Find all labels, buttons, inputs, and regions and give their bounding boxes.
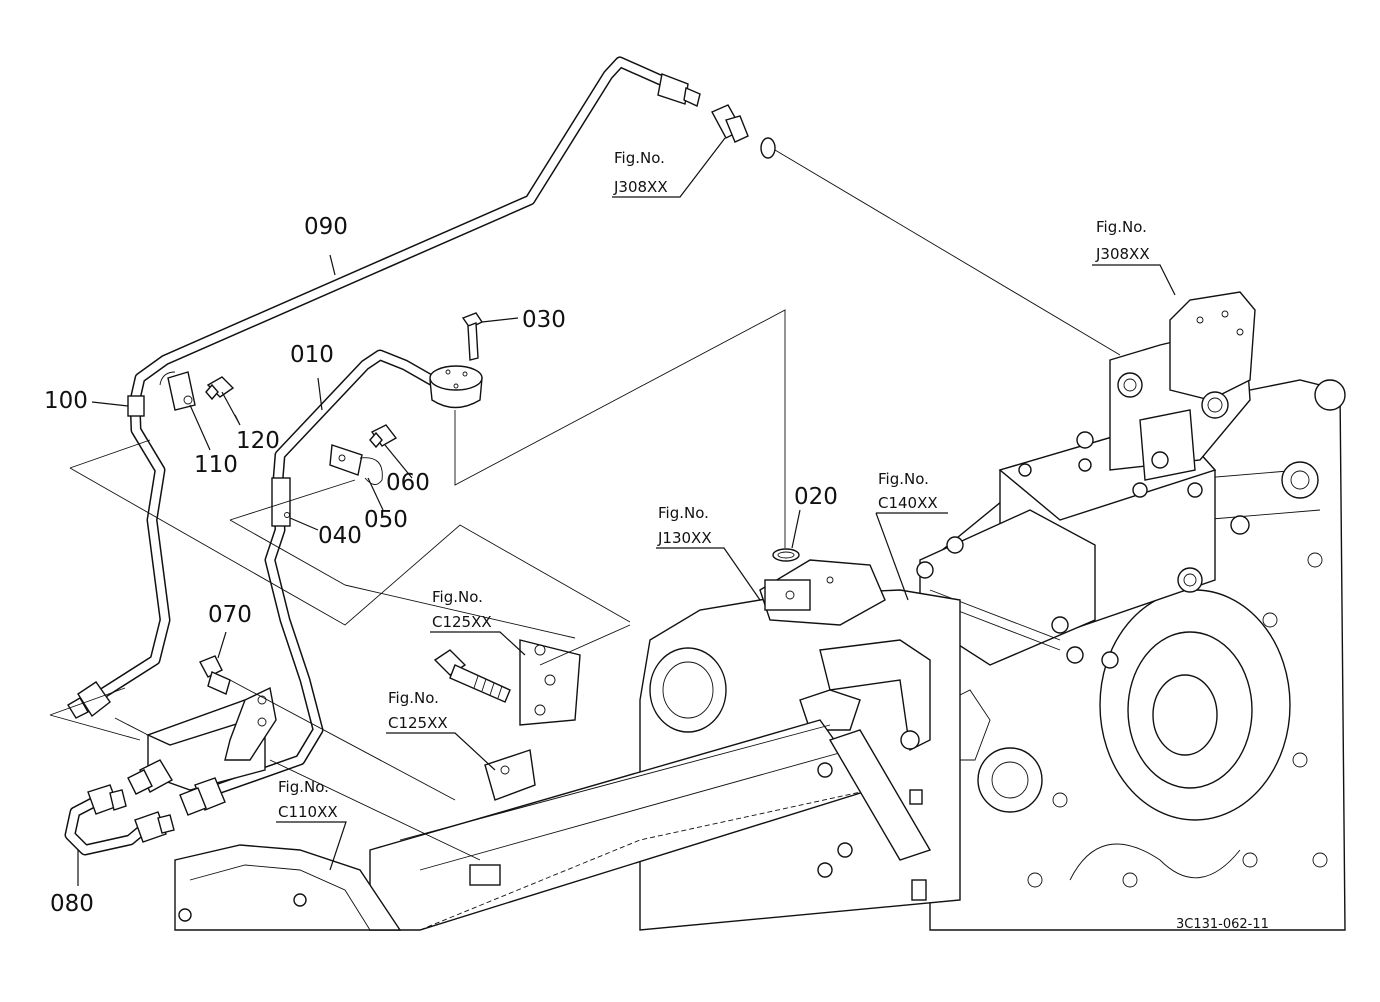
- o-ring-020: [772, 548, 800, 562]
- bolt-120: [205, 376, 235, 401]
- guide-lines: [49, 149, 1121, 861]
- bolt-c125: [433, 649, 511, 703]
- bracket-c125: [484, 639, 581, 801]
- pipe-080: [64, 784, 175, 856]
- pipe-010: [209, 349, 446, 796]
- distribution-block: [127, 655, 277, 816]
- union-fitting: [711, 104, 776, 159]
- fig-references: Fig.No. J308XX Fig.No. J308XX Fig.No. C1…: [278, 149, 1150, 821]
- fig-ref-c125-lower-label: Fig.No.: [388, 689, 439, 707]
- fig-ref-j308-right-code: J308XX: [1095, 245, 1150, 263]
- fig-ref-c110-code: C110XX: [278, 803, 338, 821]
- fig-ref-c125-upper-code: C125XX: [432, 613, 492, 631]
- fig-ref-j308-top-label: Fig.No.: [614, 149, 665, 167]
- clip-050: [329, 444, 383, 485]
- drawing-code: 3C131-062-11: [1176, 917, 1269, 932]
- clip-110: [159, 371, 196, 411]
- label-080: 080: [50, 891, 94, 917]
- label-010: 010: [290, 342, 334, 368]
- valve-block: [998, 291, 1256, 631]
- label-070: 070: [208, 602, 252, 628]
- bolt-060: [369, 424, 398, 449]
- label-120: 120: [236, 428, 280, 454]
- label-060: 060: [386, 470, 430, 496]
- label-100: 100: [44, 388, 88, 414]
- fig-ref-c125-lower-code: C125XX: [388, 714, 448, 732]
- fig-ref-j130-code: J130XX: [657, 529, 712, 547]
- label-110: 110: [194, 452, 238, 478]
- fig-ref-c125-upper-label: Fig.No.: [432, 588, 483, 606]
- fig-ref-j308-right-label: Fig.No.: [1096, 218, 1147, 236]
- label-020: 020: [794, 484, 838, 510]
- fig-ref-j130-label: Fig.No.: [658, 504, 709, 522]
- pipe-090: [67, 56, 701, 719]
- label-030: 030: [522, 307, 566, 333]
- leader-lines: [77, 137, 1176, 886]
- bolt-030: [461, 312, 484, 361]
- label-050: 050: [364, 507, 408, 533]
- fig-ref-c110-label: Fig.No.: [278, 778, 329, 796]
- fig-ref-j308-top-code: J308XX: [613, 178, 668, 196]
- top-cover: [916, 509, 1119, 669]
- label-090: 090: [304, 214, 348, 240]
- fig-ref-c140-label: Fig.No.: [878, 470, 929, 488]
- part-labels: 090 030 010 100 120 110 060 050 040 020 …: [44, 214, 838, 917]
- front-housing: [174, 844, 402, 931]
- label-040: 040: [318, 523, 362, 549]
- flange-block: [429, 365, 483, 409]
- fig-ref-c140-code: C140XX: [878, 494, 938, 512]
